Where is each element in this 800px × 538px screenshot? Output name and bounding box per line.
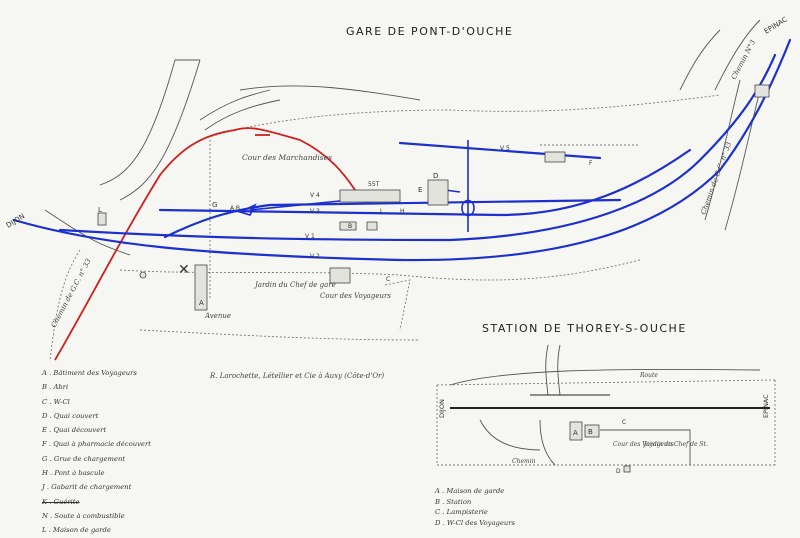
building-e	[427, 179, 449, 206]
pont-legend-item: K . Guérite	[42, 497, 80, 506]
thorey-label-dijon: DIJON	[438, 399, 446, 418]
thorey-legend-item: D . W-Cl des Voyageurs	[435, 518, 516, 527]
building-guard-house	[754, 84, 770, 98]
thorey-label-a: A	[573, 429, 578, 437]
pont-legend-item: L . Maison de garde	[42, 526, 111, 535]
thorey-building-d	[623, 465, 631, 473]
pont-legend-item: H . Pont à bascule	[42, 469, 105, 478]
title-pont-douche: GARE DE PONT-D'OUCHE	[346, 25, 513, 38]
thorey-label-d: D	[616, 468, 621, 475]
thorey-building-b	[584, 424, 600, 438]
label-f: F	[589, 160, 593, 167]
thorey-label-chemin: Chemin	[512, 458, 536, 465]
pont-legend-item: N . Soute à combustible	[42, 511, 125, 520]
track-v4	[163, 198, 622, 239]
track-v3	[158, 148, 692, 217]
pont-legend-item: E . Quai découvert	[42, 426, 107, 435]
thorey-building-a	[569, 421, 583, 441]
thorey-legend-item: B . Station	[435, 497, 472, 506]
label-b: B	[348, 223, 352, 230]
building-b-abri	[329, 267, 351, 284]
pont-legend-item: F . Quai à pharmacie découvert	[42, 440, 151, 449]
label-c: C	[386, 276, 390, 283]
pont-old-line	[54, 127, 356, 361]
label-dijon: DIJON	[5, 212, 26, 230]
pont-tracks	[12, 38, 792, 262]
label-g: G	[212, 201, 217, 209]
pont-legend-item: D . Quai couvert	[42, 411, 99, 420]
label-v1: V 1	[305, 233, 315, 240]
pont-legend-item: B . Abri	[42, 383, 69, 392]
label-cour-voyageurs: Cour des Voyageurs	[320, 292, 391, 300]
thorey-label-epinac: EPINAC	[762, 394, 770, 418]
label-quai-length: 55T	[368, 181, 380, 188]
pont-boundaries	[49, 94, 721, 361]
label-h: H	[400, 208, 405, 215]
track-v2	[12, 38, 792, 262]
thorey-legend-item: A . Maison de garde	[435, 487, 505, 495]
building-f	[544, 151, 566, 163]
label-v3: V 3	[310, 208, 320, 215]
pont-legend-item: C . W-Cl	[42, 397, 70, 406]
crossing-marker: ✕	[178, 262, 190, 278]
label-chemin-top-right: Chemin N°3	[730, 38, 758, 81]
track-v1	[58, 53, 777, 242]
label-v5: V 5	[500, 145, 510, 152]
label-d: D	[433, 172, 438, 180]
thorey-legend-item: C . Lampisterie	[435, 508, 488, 516]
label-v4: V 4	[310, 192, 320, 199]
label-e: E	[418, 186, 422, 194]
pont-roads	[44, 19, 761, 256]
pont-legend-item: J . Gabarit de chargement	[42, 483, 132, 492]
label-signature: R. Larochette, Létellier et Cie à Auxy (…	[209, 372, 384, 380]
pont-legend: A . Bâtiment des Voyageurs B . Abri C . W-…	[42, 366, 151, 538]
label-chemin-left: Chemin de G.C. n° 33	[50, 257, 93, 329]
thorey-label-c: C	[622, 419, 626, 426]
label-a: A	[199, 299, 204, 307]
label-v2: V 2	[310, 253, 320, 260]
building-a	[194, 264, 208, 311]
label-l: L	[98, 206, 102, 214]
label-j: J	[379, 208, 382, 215]
thorey-plan: DIJON EPINAC Chemin A B C D Cour des Voy…	[436, 344, 776, 475]
thorey-legend: A . Maison de garde B . Station C . Lampis…	[435, 486, 515, 528]
title-thorey-sur-ouche: STATION DE THOREY-S-OUCHE	[482, 322, 687, 335]
pont-buildings: ✕	[97, 84, 770, 311]
thorey-label-route: Route	[639, 372, 658, 379]
track-v5	[398, 141, 602, 160]
thorey-label-cour-voyageurs: Cour des Voyageurs	[613, 441, 674, 448]
label-avenue: Avenue	[204, 312, 231, 320]
building-d	[339, 189, 401, 203]
label-cour-marchandises: Cour des Marchandises	[242, 153, 332, 162]
label-epinac: EPINAC	[763, 15, 789, 35]
thorey-label-b: B	[588, 428, 593, 436]
pont-legend-item: G . Grue de chargement	[42, 454, 126, 463]
thorey-label-jardin: Jardin du Chef de St.	[642, 441, 708, 448]
label-chemin-right: Chemin de G.C. n° 33	[699, 140, 733, 215]
building-l	[97, 212, 107, 226]
pont-legend-item: A . Bâtiment des Voyageurs	[42, 369, 137, 377]
label-jardin: Jardin du Chef de gare	[253, 281, 336, 289]
label-aiguille: A.B	[230, 205, 240, 212]
